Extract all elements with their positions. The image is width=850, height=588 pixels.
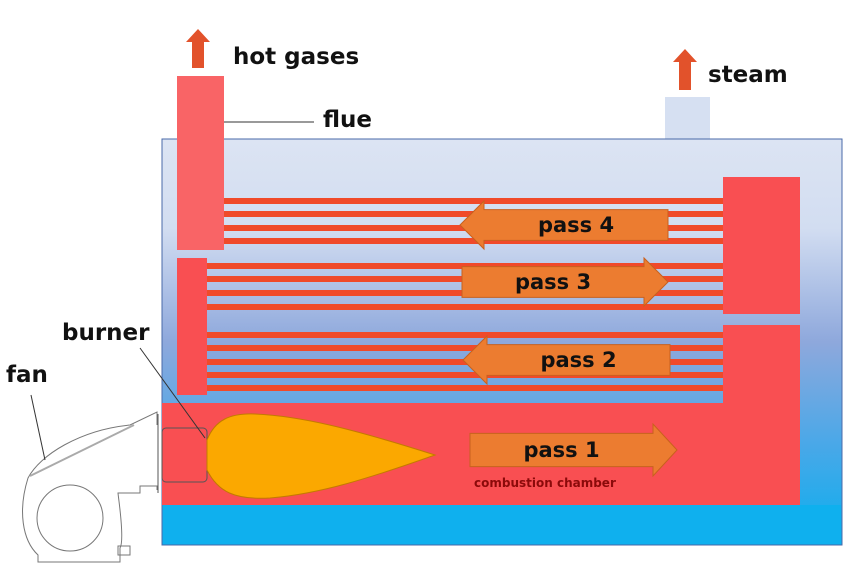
right-chamber-upper xyxy=(723,177,800,314)
fire-tube xyxy=(207,385,723,391)
hot-gases-up-arrow xyxy=(186,29,210,68)
pass-arrows: pass 1 pass 2 pass 3 pass 4 xyxy=(459,199,678,478)
fire-tube xyxy=(207,263,723,269)
pass-1-arrow xyxy=(469,422,678,478)
burner xyxy=(161,427,208,483)
pass-4-arrow xyxy=(459,199,669,251)
combustion-chamber-label: combustion chamber xyxy=(474,476,616,490)
fire-tube xyxy=(207,304,723,310)
burner-label: burner xyxy=(62,320,150,346)
steam-up-arrow xyxy=(673,49,697,90)
left-chamber xyxy=(177,258,207,395)
flame xyxy=(206,413,437,499)
fan-label: fan xyxy=(6,362,48,388)
flue-label: flue xyxy=(323,107,372,133)
pass-2-label: pass 2 xyxy=(540,348,616,372)
burner-leader-line xyxy=(139,347,206,439)
hot-gases-label: hot gases xyxy=(233,44,359,70)
pass-4-label: pass 4 xyxy=(538,213,614,237)
steam-dome xyxy=(665,97,710,141)
pass-3-arrow xyxy=(461,256,669,308)
fire-tube xyxy=(207,332,723,338)
pass-3-label: pass 3 xyxy=(515,270,591,294)
fan xyxy=(22,411,159,563)
flue xyxy=(177,76,224,250)
water-bottom xyxy=(163,505,841,544)
fan-leader-line xyxy=(30,394,46,461)
pass-2-arrow xyxy=(462,334,671,386)
fire-tube xyxy=(207,345,723,351)
steam-label: steam xyxy=(708,62,788,88)
pass-1-label: pass 1 xyxy=(523,438,599,462)
fire-tube xyxy=(224,238,723,244)
fire-tube xyxy=(224,198,723,204)
fire-tube xyxy=(207,372,723,378)
